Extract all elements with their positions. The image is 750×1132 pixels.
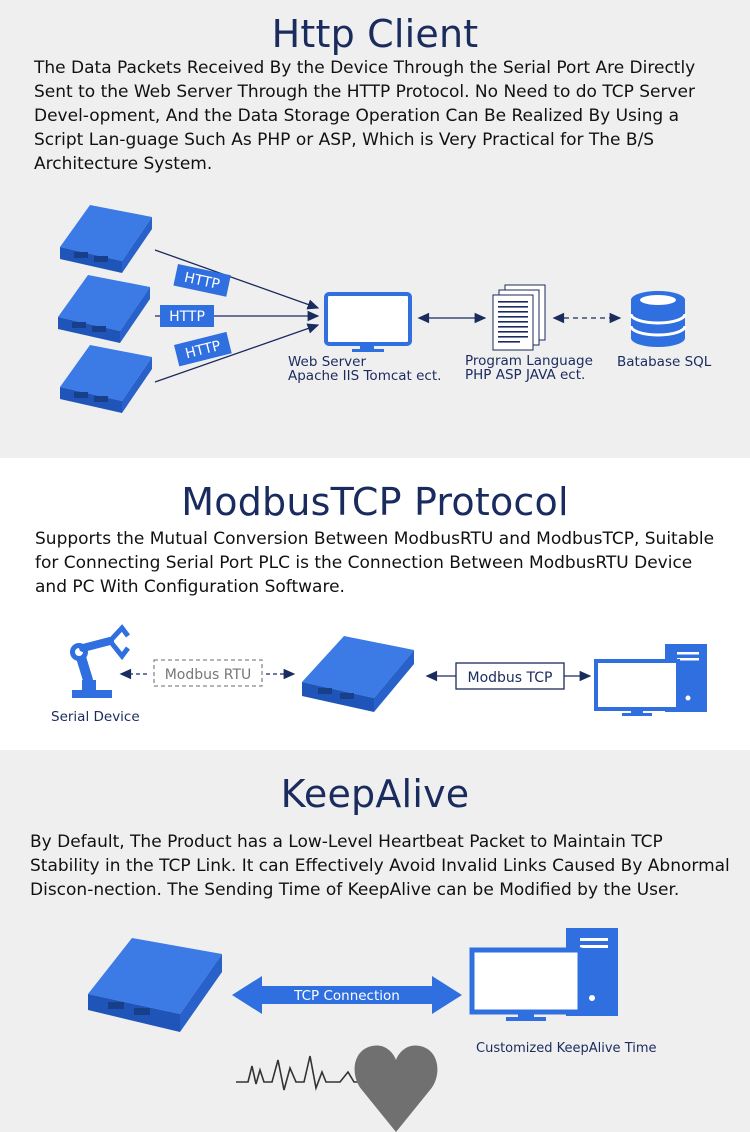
tcp-connection-label: TCP Connection	[293, 988, 400, 1004]
http-client-diagram: HTTP HTTP HTTP	[58, 205, 687, 413]
svg-text:HTTP: HTTP	[183, 270, 221, 293]
keepalive-section: KeepAlive By Default, The Product has a …	[0, 750, 750, 1132]
serial-server-device-icon	[302, 636, 414, 712]
modbus-diagram: Modbus RTU Modbus TCP	[70, 624, 707, 716]
modbus-title: ModbusTCP Protocol	[181, 480, 569, 524]
database-label: Batabase SQL	[617, 354, 712, 370]
serial-server-device-icon	[58, 275, 150, 343]
program-language-label: Program Language	[465, 353, 593, 369]
modbus-description: Supports the Mutual Conversion Between M…	[35, 529, 715, 597]
keepalive-diagram: TCP Connection	[88, 928, 618, 1132]
heartbeat-line	[236, 1055, 362, 1091]
http-link-line	[154, 249, 320, 310]
modbus-rtu-box	[153, 659, 263, 687]
http-client-section: Http Client The Data Packets Received By…	[0, 0, 750, 458]
computer-icon	[594, 644, 707, 716]
document-icon	[492, 284, 546, 351]
tcp-connection-arrow	[232, 976, 462, 1014]
http-tag: HTTP	[174, 331, 232, 367]
http-tag: HTTP	[160, 305, 214, 327]
monitor-icon	[324, 292, 412, 352]
svg-text:HTTP: HTTP	[169, 309, 205, 325]
modbus-rtu-label: Modbus RTU	[165, 667, 252, 683]
modbus-tcp-box	[455, 662, 565, 690]
keepalive-title: KeepAlive	[280, 772, 470, 816]
modbus-section: ModbusTCP Protocol Supports the Mutual C…	[0, 458, 750, 750]
http-client-title: Http Client	[271, 12, 479, 56]
serial-server-device-icon	[60, 205, 152, 273]
computer-icon	[469, 928, 618, 1021]
http-link-line	[154, 323, 320, 383]
robot-arm-icon	[70, 624, 130, 698]
heart-icon	[354, 1045, 438, 1132]
web-server-label: Web Server	[288, 354, 366, 370]
program-language-sub-label: PHP ASP JAVA ect.	[465, 367, 586, 383]
http-tag: HTTP	[173, 264, 231, 297]
modbus-tcp-label: Modbus TCP	[468, 670, 553, 686]
http-client-description: The Data Packets Received By the Device …	[34, 58, 696, 174]
serial-server-device-icon	[60, 345, 152, 413]
keepalive-description: By Default, The Product has a Low-Level …	[30, 832, 730, 900]
customized-keepalive-label: Customized KeepAlive Time	[476, 1041, 657, 1056]
serial-device-label: Serial Device	[51, 709, 140, 725]
web-server-sub-label: Apache IIS Tomcat ect.	[288, 368, 442, 384]
serial-server-device-icon	[88, 938, 222, 1032]
database-icon	[629, 291, 687, 347]
